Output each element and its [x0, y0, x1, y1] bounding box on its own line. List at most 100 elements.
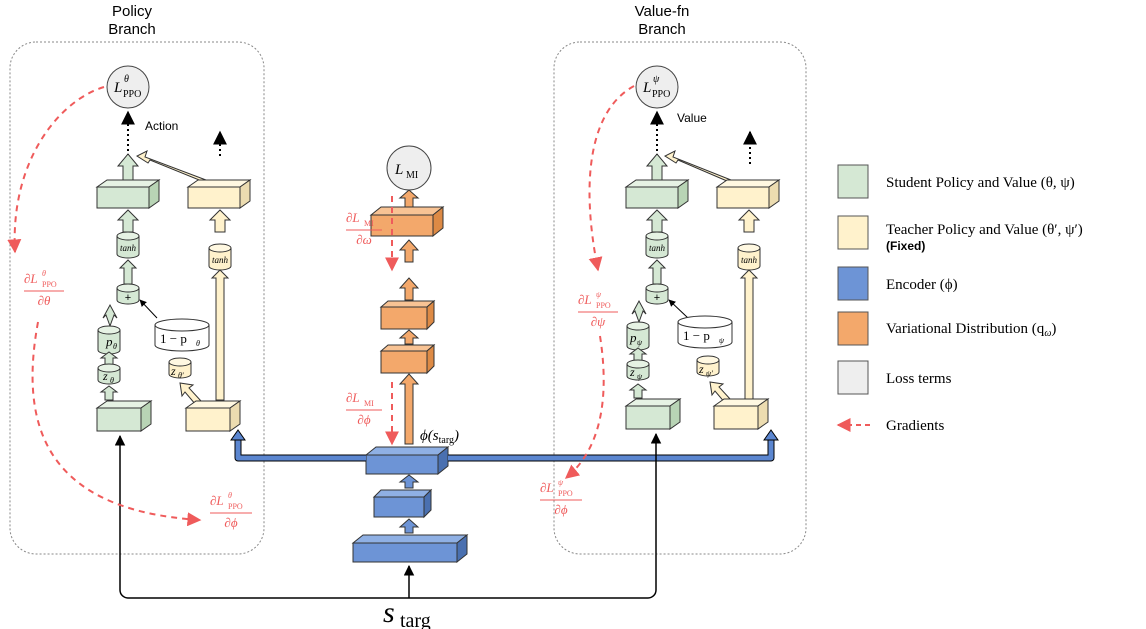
svg-text:∂ϕ: ∂ϕ: [357, 412, 370, 427]
svg-text:∂L: ∂L: [210, 493, 224, 508]
one-minus-p-theta-node: 1 − p θ: [154, 318, 210, 352]
svg-text:ψ: ψ: [653, 74, 660, 85]
gradient-value-phi: [564, 335, 605, 479]
mi-output-arrow: [398, 189, 420, 208]
svg-text:1 − p: 1 − p: [160, 331, 187, 346]
svg-text:ψ: ψ: [596, 290, 602, 299]
svg-text:PPO: PPO: [123, 89, 141, 100]
label-dL-theta-dphi: ∂L θ PPO ∂ϕ: [210, 491, 252, 530]
svg-text:z: z: [102, 369, 108, 383]
value-label: Value: [677, 111, 707, 125]
legend-label-teacher: Teacher Policy and Value (θ′, ψ′): [886, 222, 1083, 238]
svg-text:∂ϕ: ∂ϕ: [224, 515, 237, 530]
svg-text:z: z: [170, 364, 176, 378]
teacher-value-input: [712, 398, 770, 430]
policy-branch-box: [9, 41, 265, 555]
svg-text:∂ψ: ∂ψ: [591, 314, 606, 329]
svg-text:θ: θ: [113, 342, 117, 351]
svg-text:∂ω: ∂ω: [356, 232, 372, 247]
value-branch-title-2: Branch: [638, 21, 686, 38]
encoder-output-layer: [364, 445, 450, 476]
svg-text:+: +: [654, 292, 660, 304]
svg-text:∂θ: ∂θ: [38, 293, 51, 308]
legend-swatch-teacher: [837, 215, 869, 250]
legend-swatch-loss: [837, 360, 869, 395]
phi-s-targ-label: ϕ(starg): [420, 428, 459, 446]
svg-text:L: L: [113, 80, 122, 96]
teacher-policy-head: [186, 179, 252, 209]
teacher-tanh: tanh: [208, 243, 232, 271]
gradient-value-psi: [588, 85, 635, 272]
legend-label-gradients: Gradients: [886, 418, 944, 434]
svg-text:MI: MI: [406, 170, 418, 181]
svg-text:∂L: ∂L: [346, 210, 360, 225]
p-psi-node: p ψ: [626, 321, 650, 351]
p-theta-node: p θ: [97, 325, 121, 355]
legend-label-student: Student Policy and Value (θ, ψ): [886, 175, 1075, 191]
svg-text:z: z: [698, 362, 704, 376]
label-dL-psi-dpsi: ∂L ψ PPO ∂ψ: [578, 290, 618, 329]
svg-text:θ: θ: [42, 269, 46, 278]
svg-text:MI: MI: [364, 399, 374, 408]
teacher-policy-input: [184, 400, 242, 432]
z-psi-prime-node: z ψ′: [696, 355, 720, 378]
legend-label-teacher-fixed: (Fixed): [886, 239, 925, 253]
svg-text:ψ: ψ: [719, 336, 725, 345]
policy-branch-title-1: Policy: [112, 3, 153, 20]
svg-text:MI: MI: [364, 219, 374, 228]
label-dL-mi-dphi: ∂L MI ∂ϕ: [346, 390, 382, 427]
svg-text:∂ϕ: ∂ϕ: [554, 502, 567, 517]
legend-swatch-student: [837, 164, 869, 199]
student-tanh: tanh: [116, 231, 140, 259]
student-value-plus: +: [645, 283, 669, 305]
z-theta-node: z θ: [97, 363, 121, 385]
svg-text:ψ′: ψ′: [706, 369, 713, 378]
svg-text:tanh: tanh: [741, 255, 758, 265]
svg-text:1 − p: 1 − p: [683, 328, 710, 343]
svg-text:∂L: ∂L: [24, 271, 38, 286]
legend-label-loss: Loss terms: [886, 371, 952, 387]
svg-text:PPO: PPO: [596, 301, 611, 310]
student-value-head: [624, 179, 690, 209]
policy-branch-title-2: Branch: [108, 21, 156, 38]
svg-text:ψ: ψ: [637, 372, 643, 381]
student-policy-head: [95, 179, 161, 209]
svg-text:targ: targ: [400, 610, 431, 629]
student-value-tanh: tanh: [645, 231, 669, 259]
loss-mi-node: [386, 145, 432, 191]
value-branch-box: [553, 41, 807, 555]
loss-ppo-psi-node: [635, 65, 679, 109]
svg-text:PPO: PPO: [42, 280, 57, 289]
legend: Student Policy and Value (θ, ψ) Teacher …: [836, 164, 1083, 434]
z-psi-node: z ψ: [626, 359, 650, 381]
gradient-policy-theta: [7, 86, 105, 254]
svg-text:tanh: tanh: [212, 255, 229, 265]
svg-text:L: L: [642, 80, 651, 96]
loss-ppo-theta-node: [106, 65, 150, 109]
gradient-policy-phi: [31, 321, 202, 527]
svg-text:θ: θ: [228, 491, 232, 500]
s-targ-to-value-student: [409, 432, 662, 599]
legend-label-encoder: Encoder (ϕ): [886, 277, 958, 293]
svg-text:∂L: ∂L: [540, 480, 554, 495]
svg-text:L: L: [394, 162, 403, 178]
encoder-input-layer: [351, 533, 469, 564]
one-minus-p-psi-node: 1 − p ψ: [677, 315, 733, 349]
svg-text:θ: θ: [196, 339, 200, 348]
encoder-middle-layer: [372, 488, 433, 519]
student-policy-input: [95, 400, 153, 432]
variational-layer-2: [379, 299, 436, 331]
svg-text:∂L: ∂L: [346, 390, 360, 405]
s-targ-label: s: [383, 596, 395, 629]
encoder-to-policy-teacher: [234, 434, 366, 462]
svg-text:ψ: ψ: [637, 338, 643, 347]
svg-text:z: z: [629, 365, 635, 379]
student-plus: +: [116, 283, 140, 305]
svg-text:PPO: PPO: [228, 502, 243, 511]
student-value-input: [624, 398, 682, 430]
teacher-value-head: [715, 179, 781, 209]
svg-text:ψ: ψ: [558, 478, 564, 487]
svg-text:∂L: ∂L: [578, 292, 592, 307]
label-dL-psi-dphi: ∂L ψ PPO ∂ϕ: [540, 478, 582, 517]
svg-text:θ: θ: [110, 376, 114, 385]
